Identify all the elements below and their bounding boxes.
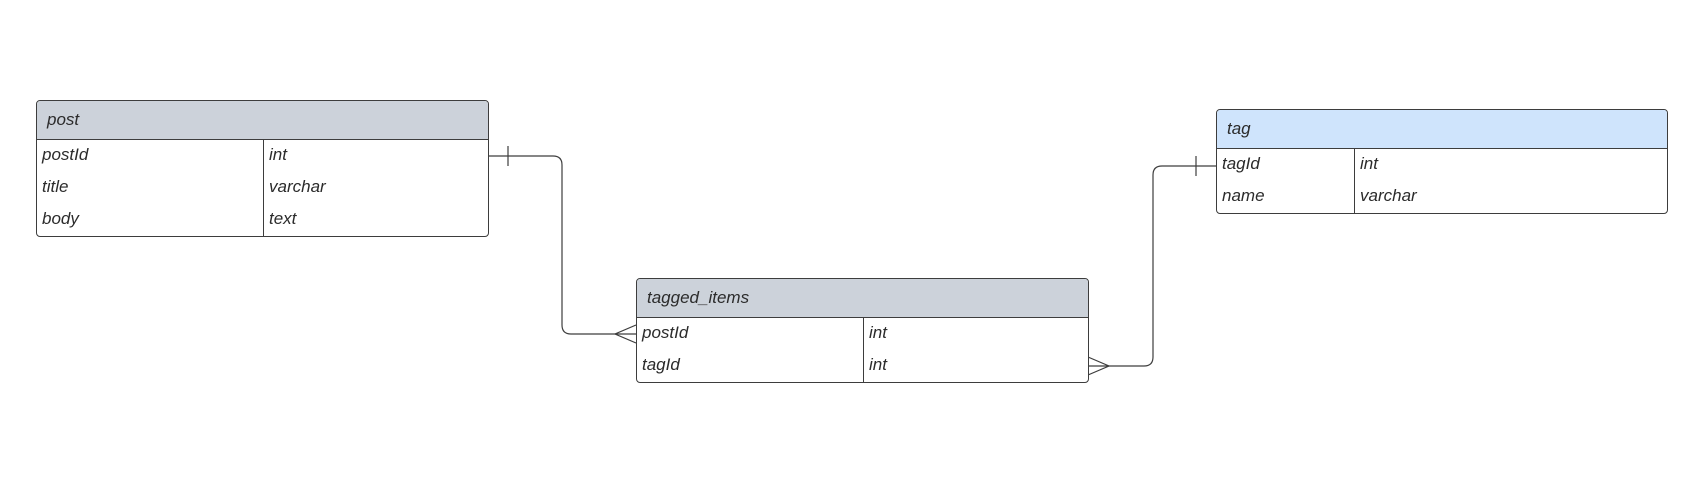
field-row[interactable]: postId int — [637, 318, 1088, 350]
field-name: postId — [642, 323, 689, 342]
field-type: int — [269, 145, 287, 164]
field-name: tagId — [1222, 154, 1260, 173]
field-name: postId — [42, 145, 89, 164]
entity-tagged-items[interactable]: tagged_items postId int tagId int — [636, 278, 1089, 383]
field-row[interactable]: tagId int — [637, 350, 1088, 382]
entity-post[interactable]: post postId int title varchar body text — [36, 100, 489, 237]
field-row[interactable]: body text — [37, 204, 488, 236]
relationship-tag-tagged-items[interactable] — [1088, 165, 1216, 367]
relationship-post-tagged-items[interactable] — [488, 155, 636, 335]
field-type: text — [269, 209, 297, 228]
field-type: int — [869, 355, 887, 374]
many-marker-tagged-items-tagid — [1087, 356, 1111, 376]
field-name: title — [42, 177, 69, 196]
field-name: tagId — [642, 355, 680, 374]
field-type: varchar — [269, 177, 326, 196]
entity-tag[interactable]: tag tagId int name varchar — [1216, 109, 1668, 214]
entity-post-fields: postId int title varchar body text — [37, 140, 488, 236]
entity-post-header[interactable]: post — [37, 101, 488, 140]
column-divider — [1354, 149, 1355, 213]
entity-tag-header[interactable]: tag — [1217, 110, 1667, 149]
field-name: name — [1222, 186, 1265, 205]
field-type: varchar — [1360, 186, 1417, 205]
entity-tagged-items-header[interactable]: tagged_items — [637, 279, 1088, 318]
entity-tagged-items-fields: postId int tagId int — [637, 318, 1088, 382]
field-row[interactable]: name varchar — [1217, 181, 1667, 213]
many-marker-tagged-items-postid — [613, 324, 637, 344]
field-type: int — [869, 323, 887, 342]
field-row[interactable]: postId int — [37, 140, 488, 172]
field-type: int — [1360, 154, 1378, 173]
field-row[interactable]: tagId int — [1217, 149, 1667, 181]
field-row[interactable]: title varchar — [37, 172, 488, 204]
entity-tag-fields: tagId int name varchar — [1217, 149, 1667, 213]
column-divider — [863, 318, 864, 382]
field-name: body — [42, 209, 79, 228]
column-divider — [263, 140, 264, 236]
